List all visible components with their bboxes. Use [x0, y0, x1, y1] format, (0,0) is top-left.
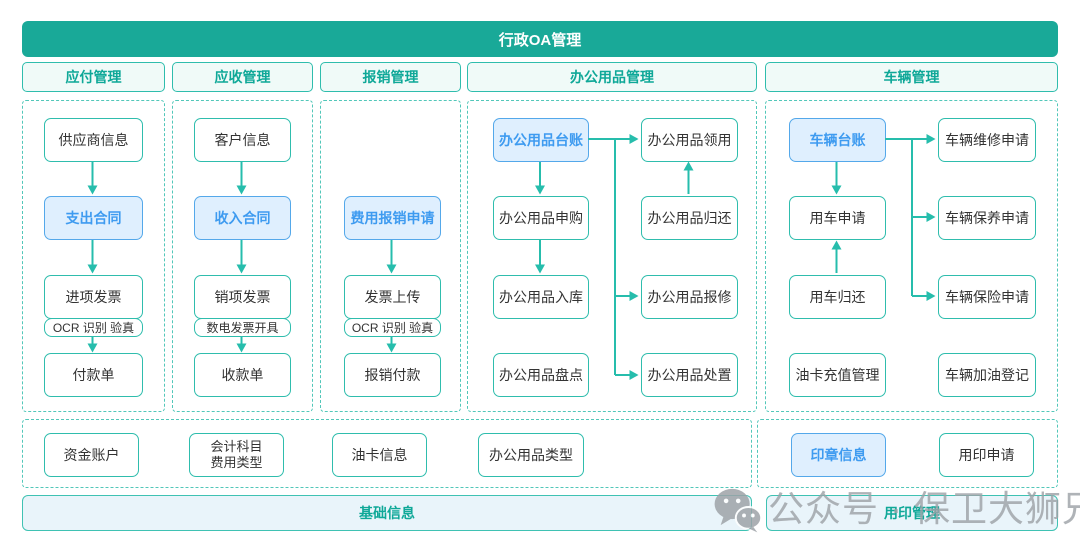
box-vehicle-insurance-apply-label: 车辆保险申请 [945, 289, 1029, 305]
foundation-container: 资金账户 会计科目 费用类型 油卡信息 办公用品类型 [22, 419, 752, 488]
column-payable: 供应商信息 支出合同 进项发票 OCR 识别 验真 付款单 [22, 100, 165, 412]
box-invoice-upload: 发票上传 [344, 275, 441, 319]
box-invoice-upload-label: 发票上传 [364, 289, 421, 305]
box-supplies-type: 办公用品类型 [478, 433, 584, 477]
box-vehicle-ledger: 车辆台账 [789, 118, 886, 162]
column-reimbursement: 费用报销申请 发票上传 OCR 识别 验真 报销付款 [320, 100, 461, 412]
box-payment-slip-label: 付款单 [72, 367, 115, 383]
box-supplies-stocktake-label: 办公用品盘点 [499, 367, 583, 383]
box-input-invoice-label: 进项发票 [65, 289, 122, 305]
foundation-banner: 基础信息 [22, 495, 752, 531]
box-supplies-dispose-label: 办公用品处置 [647, 367, 732, 383]
box-seal-apply-label: 用印申请 [958, 447, 1015, 463]
box-receipt-slip-label: 收款单 [221, 367, 264, 383]
box-expense-contract-label: 支出合同 [65, 210, 122, 226]
box-fund-account-label: 资金账户 [63, 447, 120, 463]
box-vehicle-use-apply: 用车申请 [789, 196, 886, 240]
box-fuel-card-info: 油卡信息 [332, 433, 427, 477]
box-output-invoice-label: 销项发票 [214, 289, 271, 305]
header-payable-label: 应付管理 [65, 69, 122, 85]
box-supplies-return: 办公用品归还 [641, 196, 738, 240]
column-office-supplies: 办公用品台账 办公用品申购 办公用品入库 办公用品盘点 办公用品领用 办公用品归… [467, 100, 757, 412]
box-receipt-slip: 收款单 [194, 353, 291, 397]
box-vehicle-ledger-label: 车辆台账 [809, 132, 866, 148]
header-payable: 应付管理 [22, 62, 165, 92]
accounting-line1: 会计科目 [210, 439, 263, 454]
box-expense-apply-label: 费用报销申请 [350, 210, 435, 226]
box-invoice-upload-ocr: OCR 识别 验真 [344, 318, 441, 337]
seal-banner: 用印管理 [766, 495, 1058, 531]
box-vehicle-repair-apply: 车辆维修申请 [938, 118, 1036, 162]
box-income-contract-label: 收入合同 [214, 210, 271, 226]
header-vehicle-label: 车辆管理 [883, 69, 940, 85]
wechat-icon [714, 488, 762, 533]
box-output-invoice-issue: 数电发票开具 [194, 318, 291, 337]
main-title: 行政OA管理 [498, 31, 582, 49]
box-reimburse-pay: 报销付款 [344, 353, 441, 397]
header-receivable-label: 应收管理 [214, 69, 271, 85]
column-vehicle: 车辆台账 用车申请 用车归还 油卡充值管理 车辆维修申请 车辆保养申请 车辆保险… [765, 100, 1058, 412]
header-vehicle: 车辆管理 [765, 62, 1058, 92]
box-input-invoice-ocr: OCR 识别 验真 [44, 318, 143, 337]
box-vehicle-insurance-apply: 车辆保险申请 [938, 275, 1036, 319]
box-vehicle-refuel-register-label: 车辆加油登记 [945, 367, 1029, 383]
box-supplies-repair: 办公用品报修 [641, 275, 738, 319]
watermark-text: 公众号 · 保卫大狮兄 [768, 488, 1080, 529]
header-office-supplies-label: 办公用品管理 [570, 69, 654, 85]
box-invoice-upload-ocr-label: OCR 识别 验真 [351, 321, 434, 335]
box-fuel-card-recharge: 油卡充值管理 [789, 353, 886, 397]
box-fuel-card-recharge-label: 油卡充值管理 [795, 367, 880, 383]
box-income-contract: 收入合同 [194, 196, 291, 240]
box-supplies-collect-label: 办公用品领用 [647, 132, 732, 148]
box-accounting-subject-label: 会计科目 费用类型 [210, 439, 262, 471]
box-supplies-inbound-label: 办公用品入库 [499, 289, 583, 305]
box-supplies-ledger: 办公用品台账 [493, 118, 589, 162]
box-vehicle-use-return-label: 用车归还 [809, 289, 866, 305]
box-seal-apply: 用印申请 [939, 433, 1034, 477]
box-supplier-info: 供应商信息 [44, 118, 143, 162]
box-supplies-stocktake: 办公用品盘点 [493, 353, 589, 397]
box-input-invoice-ocr-label: OCR 识别 验真 [52, 321, 135, 335]
box-payment-slip: 付款单 [44, 353, 143, 397]
header-receivable: 应收管理 [172, 62, 313, 92]
header-office-supplies: 办公用品管理 [467, 62, 757, 92]
seal-container: 印章信息 用印申请 [757, 419, 1058, 488]
box-expense-apply: 费用报销申请 [344, 196, 441, 240]
box-fund-account: 资金账户 [44, 433, 139, 477]
box-seal-info: 印章信息 [791, 433, 886, 477]
header-reimbursement: 报销管理 [320, 62, 461, 92]
box-customer-info: 客户信息 [194, 118, 291, 162]
box-vehicle-maintain-apply: 车辆保养申请 [938, 196, 1036, 240]
box-seal-info-label: 印章信息 [810, 447, 867, 463]
box-vehicle-refuel-register: 车辆加油登记 [938, 353, 1036, 397]
box-supplies-purchase: 办公用品申购 [493, 196, 589, 240]
box-supplies-repair-label: 办公用品报修 [647, 289, 732, 305]
box-vehicle-repair-apply-label: 车辆维修申请 [945, 132, 1029, 148]
box-expense-contract: 支出合同 [44, 196, 143, 240]
seal-banner-label: 用印管理 [884, 505, 940, 521]
box-supplies-inbound: 办公用品入库 [493, 275, 589, 319]
box-supplies-collect: 办公用品领用 [641, 118, 738, 162]
box-supplies-type-label: 办公用品类型 [489, 447, 573, 463]
header-reimbursement-label: 报销管理 [362, 69, 419, 85]
accounting-line2: 费用类型 [210, 455, 263, 470]
box-supplies-ledger-label: 办公用品台账 [499, 132, 583, 148]
main-title-banner: 行政OA管理 [22, 21, 1058, 57]
box-supplier-info-label: 供应商信息 [58, 132, 129, 148]
box-output-invoice-issue-label: 数电发票开具 [206, 321, 279, 335]
box-output-invoice: 销项发票 [194, 275, 291, 319]
box-input-invoice: 进项发票 [44, 275, 143, 319]
box-fuel-card-info-label: 油卡信息 [351, 447, 408, 463]
foundation-banner-label: 基础信息 [359, 505, 415, 521]
box-reimburse-pay-label: 报销付款 [364, 367, 421, 383]
box-supplies-purchase-label: 办公用品申购 [499, 210, 583, 226]
box-supplies-dispose: 办公用品处置 [641, 353, 738, 397]
box-accounting-subject: 会计科目 费用类型 [189, 433, 284, 477]
box-supplies-return-label: 办公用品归还 [647, 210, 732, 226]
box-vehicle-use-apply-label: 用车申请 [809, 210, 866, 226]
column-receivable: 客户信息 收入合同 销项发票 数电发票开具 收款单 [172, 100, 313, 412]
box-customer-info-label: 客户信息 [214, 132, 271, 148]
box-vehicle-use-return: 用车归还 [789, 275, 886, 319]
box-vehicle-maintain-apply-label: 车辆保养申请 [945, 210, 1029, 226]
